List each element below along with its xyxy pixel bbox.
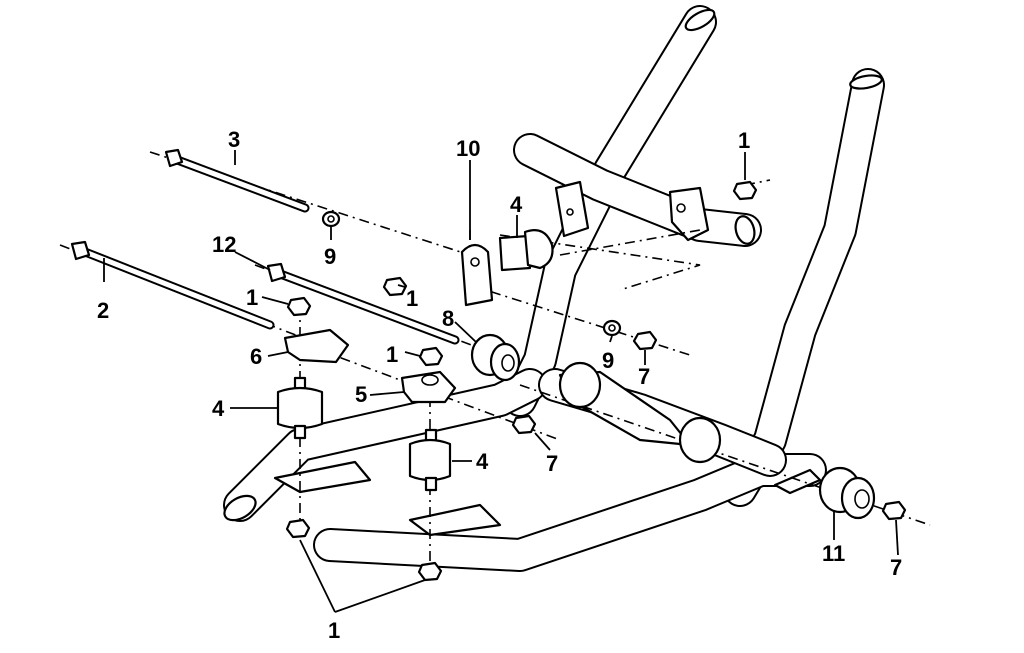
callout-1-top: 1 — [738, 128, 750, 153]
callout-1-center: 1 — [386, 342, 398, 367]
callout-10: 10 — [456, 136, 480, 161]
callout-5: 5 — [355, 382, 367, 407]
callout-8: 8 — [442, 306, 454, 331]
long-bolts — [70, 148, 460, 345]
callout-4-left: 4 — [212, 396, 225, 421]
callout-9-left: 9 — [324, 244, 336, 269]
callout-4-center: 4 — [476, 449, 489, 474]
callout-6: 6 — [250, 344, 262, 369]
callout-1-bottom: 1 — [328, 618, 340, 643]
callout-7-center: 7 — [546, 451, 558, 476]
callout-11: 11 — [822, 541, 845, 566]
callout-9-right: 9 — [602, 348, 614, 373]
callout-7-far-right: 7 — [890, 555, 902, 580]
callout-1-mid-left: 1 — [406, 286, 418, 311]
callout-4-upper: 4 — [510, 192, 523, 217]
callout-3: 3 — [228, 127, 240, 152]
callout-labels: 1 3 10 4 12 9 1 2 1 8 9 7 6 1 5 4 4 7 11… — [97, 127, 902, 643]
callout-1-left-nut: 1 — [246, 285, 258, 310]
frame-brackets — [273, 180, 822, 537]
callout-2: 2 — [97, 298, 109, 323]
callout-12: 12 — [212, 232, 236, 257]
callout-7-right: 7 — [638, 364, 650, 389]
mount-parts — [276, 180, 907, 582]
leader-lines — [103, 150, 899, 613]
